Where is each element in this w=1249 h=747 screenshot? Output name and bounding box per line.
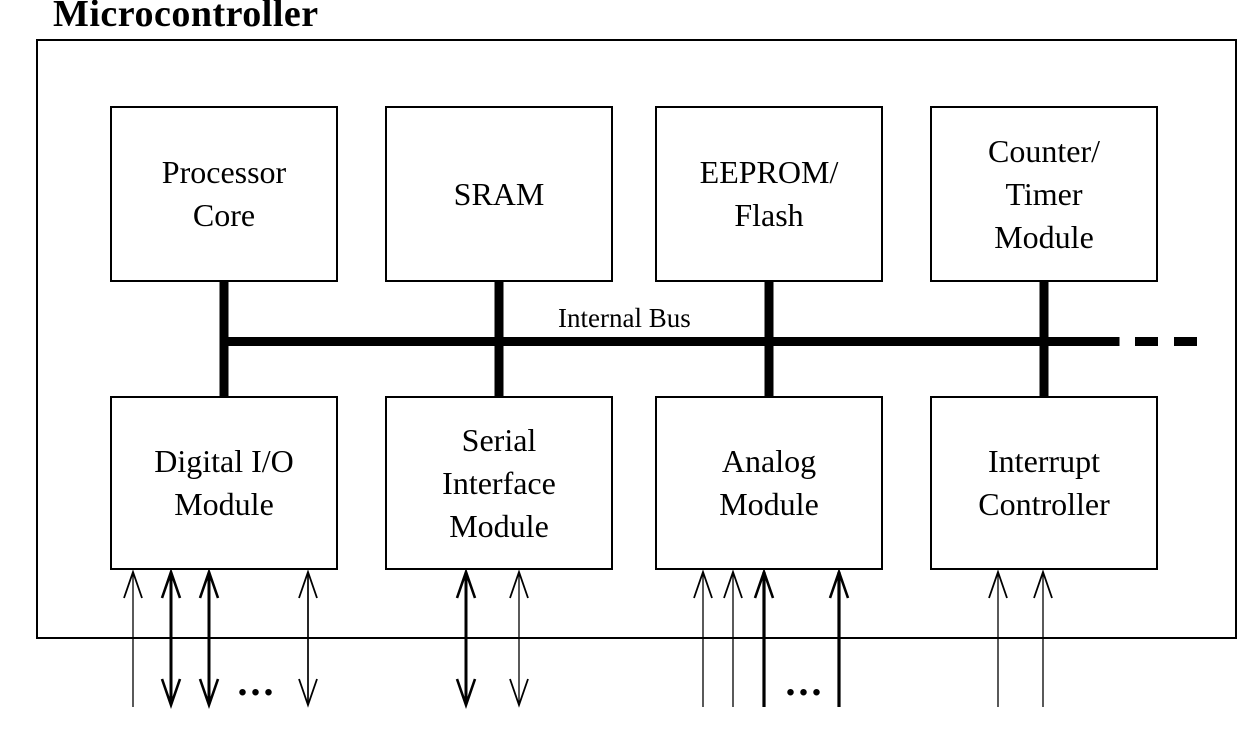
analog-line-2 [723, 569, 743, 707]
interrupt-line-2 [1033, 569, 1053, 707]
serial-arrow-1 [455, 568, 477, 709]
block-label-line: Interface [442, 464, 556, 501]
analog-line-1 [693, 569, 713, 707]
block-serial-interface-module: Serial Interface Module [385, 396, 613, 570]
digital-io-ellipsis: ... [237, 659, 277, 704]
internal-bus-dash-1 [1135, 337, 1158, 346]
internal-bus-line [219, 337, 1120, 346]
block-label-line: Controller [978, 486, 1110, 522]
analog-line-4 [828, 568, 850, 707]
diagram-title: Microcontroller [53, 0, 319, 35]
block-label-line: Module [449, 507, 549, 544]
block-analog-module: Analog Module [655, 396, 883, 570]
internal-bus-dash-2 [1174, 337, 1197, 346]
analog-line-3 [753, 568, 775, 707]
block-label-line: Module [994, 218, 1094, 255]
block-label-line: Processor [161, 154, 287, 190]
block-label-line: Timer [1005, 175, 1083, 212]
digital-io-arrow-3 [198, 568, 220, 709]
block-label-line: Module [719, 486, 819, 522]
interrupt-line-1 [988, 569, 1008, 707]
block-label-line: Analog [721, 443, 817, 479]
block-digital-io-module: Digital I/O Module [110, 396, 338, 570]
block-label-line: Counter/ [988, 132, 1100, 169]
block-label-line: Core [192, 197, 256, 233]
block-label-line: Interrupt [988, 443, 1100, 479]
block-label-line: SRAM [453, 175, 545, 212]
microcontroller-boundary-box [36, 39, 1237, 639]
block-processor-core: Processor Core [110, 106, 338, 282]
analog-ellipsis: ... [785, 659, 825, 704]
block-interrupt-controller: Interrupt Controller [930, 396, 1158, 570]
block-sram: SRAM [385, 106, 613, 282]
digital-io-arrow-1 [123, 569, 143, 707]
block-label-line: Serial [461, 421, 537, 458]
digital-io-arrow-2 [160, 568, 182, 709]
block-eeprom-flash: EEPROM/ Flash [655, 106, 883, 282]
internal-bus-label: Internal Bus [558, 303, 691, 333]
serial-arrow-2 [509, 569, 529, 708]
block-counter-timer-module: Counter/ Timer Module [930, 106, 1158, 282]
block-label-line: Flash [734, 197, 804, 233]
block-label-line: Module [174, 486, 274, 522]
block-label-line: EEPROM/ [699, 154, 839, 190]
block-label-line: Digital I/O [154, 443, 294, 479]
digital-io-arrow-4 [298, 569, 318, 708]
